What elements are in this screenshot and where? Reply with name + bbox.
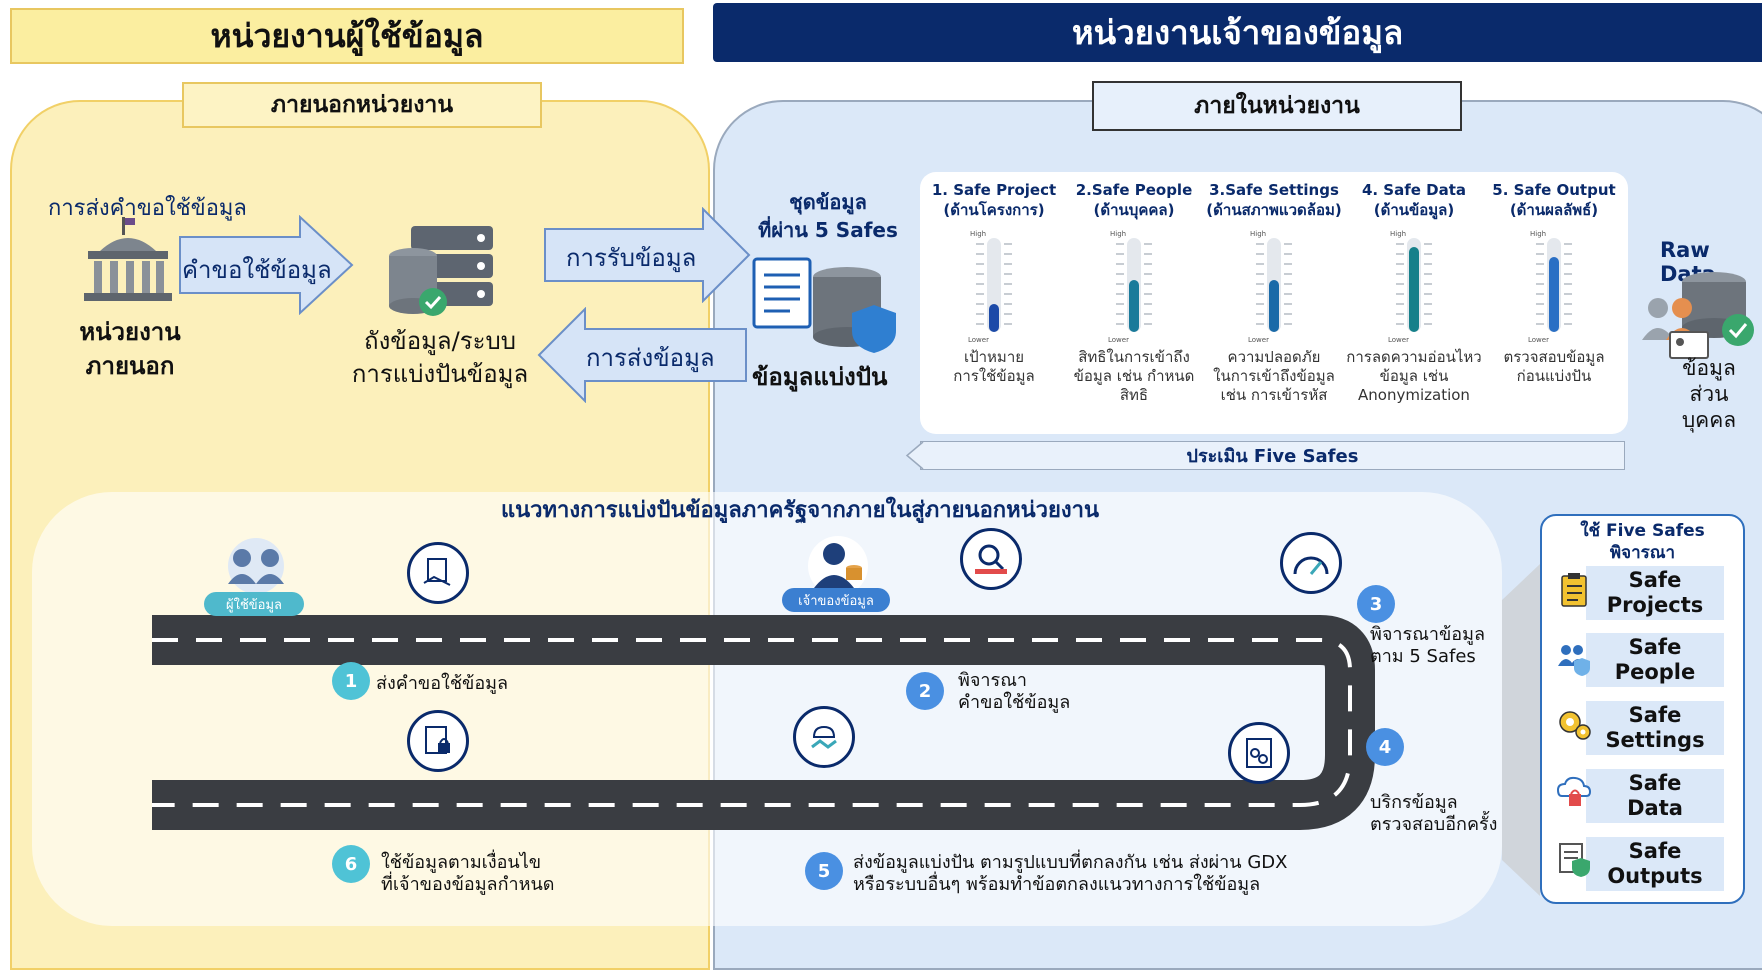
step-2-number: 2 — [906, 672, 944, 710]
step-4-text: บริกรข้อมูลตรวจสอบอีกครั้ง — [1370, 792, 1498, 835]
database-server-icon — [389, 226, 493, 316]
dataset-label: ชุดข้อมูลที่ผ่าน 5 Safes — [758, 190, 898, 242]
data-service-icon — [1228, 722, 1290, 784]
request-arrow-label: คำขอใช้ข้อมูล — [182, 256, 332, 284]
data-sharing-system-label: ถังข้อมูล/ระบบการแบ่งปันข้อมูล — [351, 327, 529, 388]
legend-connector — [1502, 564, 1540, 896]
safe-description: เป้าหมายการใช้ข้อมูล — [953, 348, 1035, 385]
user-agency-header: หน่วยงานผู้ใช้ข้อมูล — [10, 8, 684, 64]
step-1-number: 1 — [332, 662, 370, 700]
gauge-icon — [1280, 532, 1342, 594]
document-shield-icon — [1559, 843, 1590, 877]
request-caption: การส่งคำขอใช้ข้อมูล — [48, 196, 247, 221]
gauge-low-label: Lower — [968, 336, 989, 344]
government-building-icon — [84, 217, 172, 301]
send-data-arrow — [537, 307, 747, 403]
step-5-number: 5 — [805, 852, 843, 890]
step-2-text: พิจารณาคำขอใช้ข้อมูล — [958, 670, 1071, 713]
road-path — [152, 615, 1375, 830]
gears-icon — [1559, 711, 1591, 740]
step-3-number: 3 — [1357, 585, 1395, 623]
personal-data-icon — [1642, 272, 1754, 359]
outside-agency-label: ภายนอกหน่วยงาน — [182, 82, 542, 128]
step-6-number: 6 — [332, 845, 370, 883]
cloud-lock-icon — [1556, 776, 1592, 806]
gauge-high-label: High — [970, 230, 986, 238]
receive-data-arrow — [544, 207, 751, 303]
document-lock-icon — [407, 710, 469, 772]
gauge-high-label: High — [1530, 230, 1546, 238]
gauge-fill — [1269, 280, 1279, 332]
safe-title: 4. Safe Data(ด้านข้อมูล) — [1361, 181, 1467, 219]
step-5-text: ส่งข้อมูลแบ่งปัน ตามรูปแบบที่ตกลงกัน เช่… — [853, 852, 1288, 895]
roadmap-title: แนวทางการแบ่งปันข้อมูลภาครัฐจากภายในสู่ภ… — [500, 498, 1100, 523]
step-1-text: ส่งคำขอใช้ข้อมูล — [376, 673, 509, 694]
gauge-fill — [989, 304, 999, 332]
safe-title: 3.Safe Settings(ด้านสภาพแวดล้อม) — [1206, 181, 1342, 219]
gauge-high-label: High — [1250, 230, 1266, 238]
safe-description: ความปลอดภัยในการเข้าถึงข้อมูลเช่น การเข้… — [1213, 348, 1335, 404]
gauge-fill — [1549, 257, 1559, 332]
step-4-number: 4 — [1366, 728, 1404, 766]
owner-avatar-icon — [808, 536, 868, 596]
gauge-fill — [1129, 280, 1139, 332]
inside-agency-label: ภายในหน่วยงาน — [1092, 81, 1462, 131]
safe-title: 5. Safe Output(ด้านผลลัพธ์) — [1492, 181, 1616, 219]
user-pill: ผู้ใช้ข้อมูล — [204, 592, 304, 616]
gauge-fill — [1409, 247, 1419, 332]
gauge-high-label: High — [1110, 230, 1126, 238]
gauge-high-label: High — [1390, 230, 1406, 238]
clipboard-icon — [1561, 573, 1587, 607]
gauge-low-label: Lower — [1108, 336, 1129, 344]
safe-title: 1. Safe Project(ด้านโครงการ) — [931, 181, 1057, 219]
gauge-low-label: Lower — [1388, 336, 1409, 344]
shared-dataset-icon — [752, 257, 896, 353]
owner-agency-header: หน่วยงานเจ้าของข้อมูล — [713, 3, 1762, 62]
request-document-icon — [407, 542, 469, 604]
people-shield-icon — [1558, 645, 1590, 676]
safe-description: สิทธิในการเข้าถึงข้อมูล เช่น กำหนดสิทธิ — [1073, 348, 1195, 404]
cloud-handshake-icon — [793, 706, 855, 768]
request-arrow — [179, 215, 354, 315]
step-3-text: พิจารณาข้อมูลตาม 5 Safes — [1370, 624, 1486, 667]
owner-pill: เจ้าของข้อมูล — [782, 588, 890, 612]
gauge-low-label: Lower — [1528, 336, 1549, 344]
send-data-label: การส่งข้อมูล — [586, 344, 715, 372]
gauge-low-label: Lower — [1248, 336, 1269, 344]
safe-title: 2.Safe People(ด้านบุคคล) — [1075, 181, 1193, 219]
evaluate-five-safes-bar: ประเมิน Five Safes — [920, 441, 1625, 470]
step-6-text: ใช้ข้อมูลตามเงื่อนไขที่เจ้าของข้อมูลกำหน… — [381, 852, 555, 895]
chevron-left-icon — [905, 441, 924, 470]
receive-data-label: การรับข้อมูล — [566, 244, 697, 272]
personal-data-label: ข้อมูลส่วนบุคคล — [1681, 356, 1737, 432]
users-avatar-icon — [228, 538, 284, 594]
shared-data-label: ข้อมูลแบ่งปัน — [752, 363, 888, 391]
safe-description: ตรวจสอบข้อมูลก่อนแบ่งปัน — [1503, 348, 1605, 385]
external-agency-label: หน่วยงานภายนอก — [79, 318, 181, 380]
review-barrier-icon — [960, 528, 1022, 590]
